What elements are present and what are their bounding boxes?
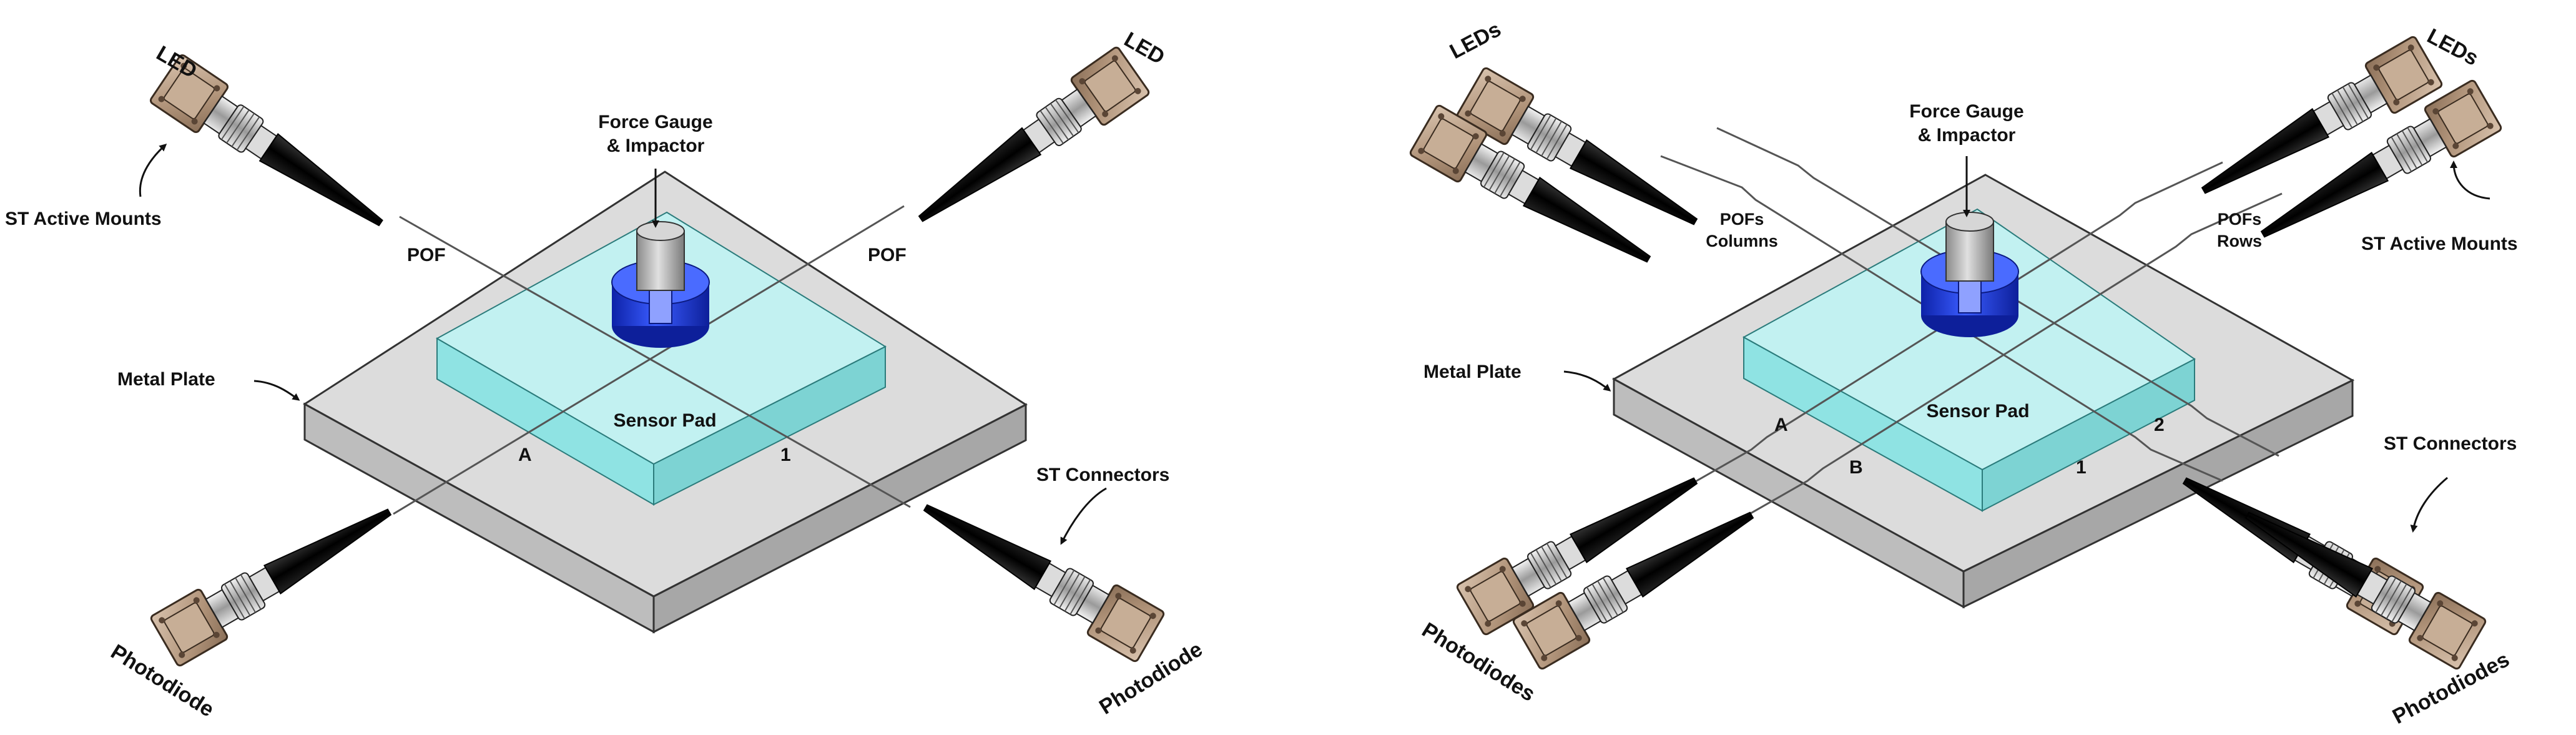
metal-plate-label: Metal Plate (1423, 362, 1522, 382)
led-connector-top-left (148, 52, 398, 248)
impactor (611, 221, 710, 348)
leds-label-top-right: LEDs (2423, 24, 2482, 71)
force-gauge-label-line1: Force Gauge (1909, 101, 2023, 122)
sensor-pad-label: Sensor Pad (613, 410, 716, 431)
pof-label-right: POF (868, 245, 907, 265)
photodiode-label-right: Photodiode (1095, 637, 1207, 719)
marker-2: 2 (2154, 415, 2165, 435)
pofs-columns-label-line2: Columns (1706, 232, 1778, 250)
force-gauge-label-line2: & Impactor (607, 136, 705, 156)
pofs-rows-label-line1: POFs (2218, 210, 2262, 229)
led-connector-top-right-1 (2188, 34, 2444, 217)
leader-arrows (1563, 156, 2490, 533)
marker-1: 1 (2076, 457, 2087, 478)
pofs-columns-label-line1: POFs (1720, 210, 1764, 229)
force-gauge-label-line2: & Impactor (1918, 125, 2016, 146)
photodiode-connector-bottom-left (149, 486, 405, 668)
st-active-mounts-label: ST Active Mounts (2361, 234, 2518, 254)
leader-arrows (139, 143, 1107, 545)
photodiode-connector-bottom-right (910, 481, 1166, 664)
pof-label-left: POF (407, 245, 446, 265)
force-gauge-label-line1: Force Gauge (598, 112, 712, 132)
left-panel: LED LED Force Gauge & Impactor ST Active… (5, 27, 1207, 722)
impactor (1920, 212, 2019, 337)
right-panel: LEDs LEDs Force Gauge & Impactor POFs Co… (1408, 17, 2518, 729)
led-connector-top-right (903, 45, 1151, 244)
optical-fibers (393, 205, 911, 515)
marker-b: B (1849, 457, 1863, 478)
st-connectors-label: ST Connectors (1036, 465, 1169, 485)
leds-label-top-left: LEDs (1446, 17, 1505, 64)
marker-1: 1 (780, 445, 791, 465)
marker-a: A (1774, 415, 1788, 435)
sensor-pad-label: Sensor Pad (1926, 401, 2029, 422)
metal-plate-label: Metal Plate (117, 369, 215, 390)
st-connectors-label: ST Connectors (2384, 433, 2517, 454)
marker-a: A (518, 445, 532, 465)
st-active-mounts-label: ST Active Mounts (5, 209, 162, 229)
pofs-rows-label-line2: Rows (2217, 232, 2262, 250)
